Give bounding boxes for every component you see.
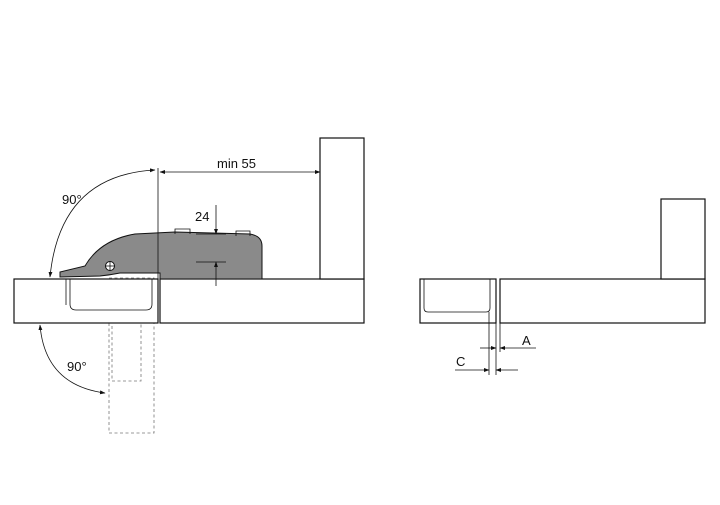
opening-angle-top-label: 90° — [62, 192, 82, 207]
cabinet-side-section — [499, 278, 706, 324]
opening-arc-bottom — [38, 324, 106, 395]
cabinet-side-panel — [159, 278, 365, 324]
hinge-arm — [59, 231, 263, 280]
height-offset-label: 24 — [195, 209, 209, 224]
cabinet-front-panel — [319, 137, 365, 280]
open-door-outline — [108, 277, 155, 434]
min-clearance-label: min 55 — [217, 156, 256, 171]
door-panel — [13, 278, 159, 324]
cabinet-front-section — [660, 198, 706, 280]
cup-outline-open — [111, 292, 142, 382]
hinge-cup — [69, 279, 153, 311]
hinge-screw — [174, 228, 191, 234]
hinge-cup-section — [423, 279, 491, 313]
opening-angle-bottom-label: 90° — [67, 359, 87, 374]
opening-arc-top — [48, 168, 156, 278]
dim-c-label: C — [456, 354, 465, 369]
door-panel-section — [419, 278, 497, 324]
hinge-screw — [235, 230, 251, 236]
dim-a-label: A — [522, 333, 531, 348]
